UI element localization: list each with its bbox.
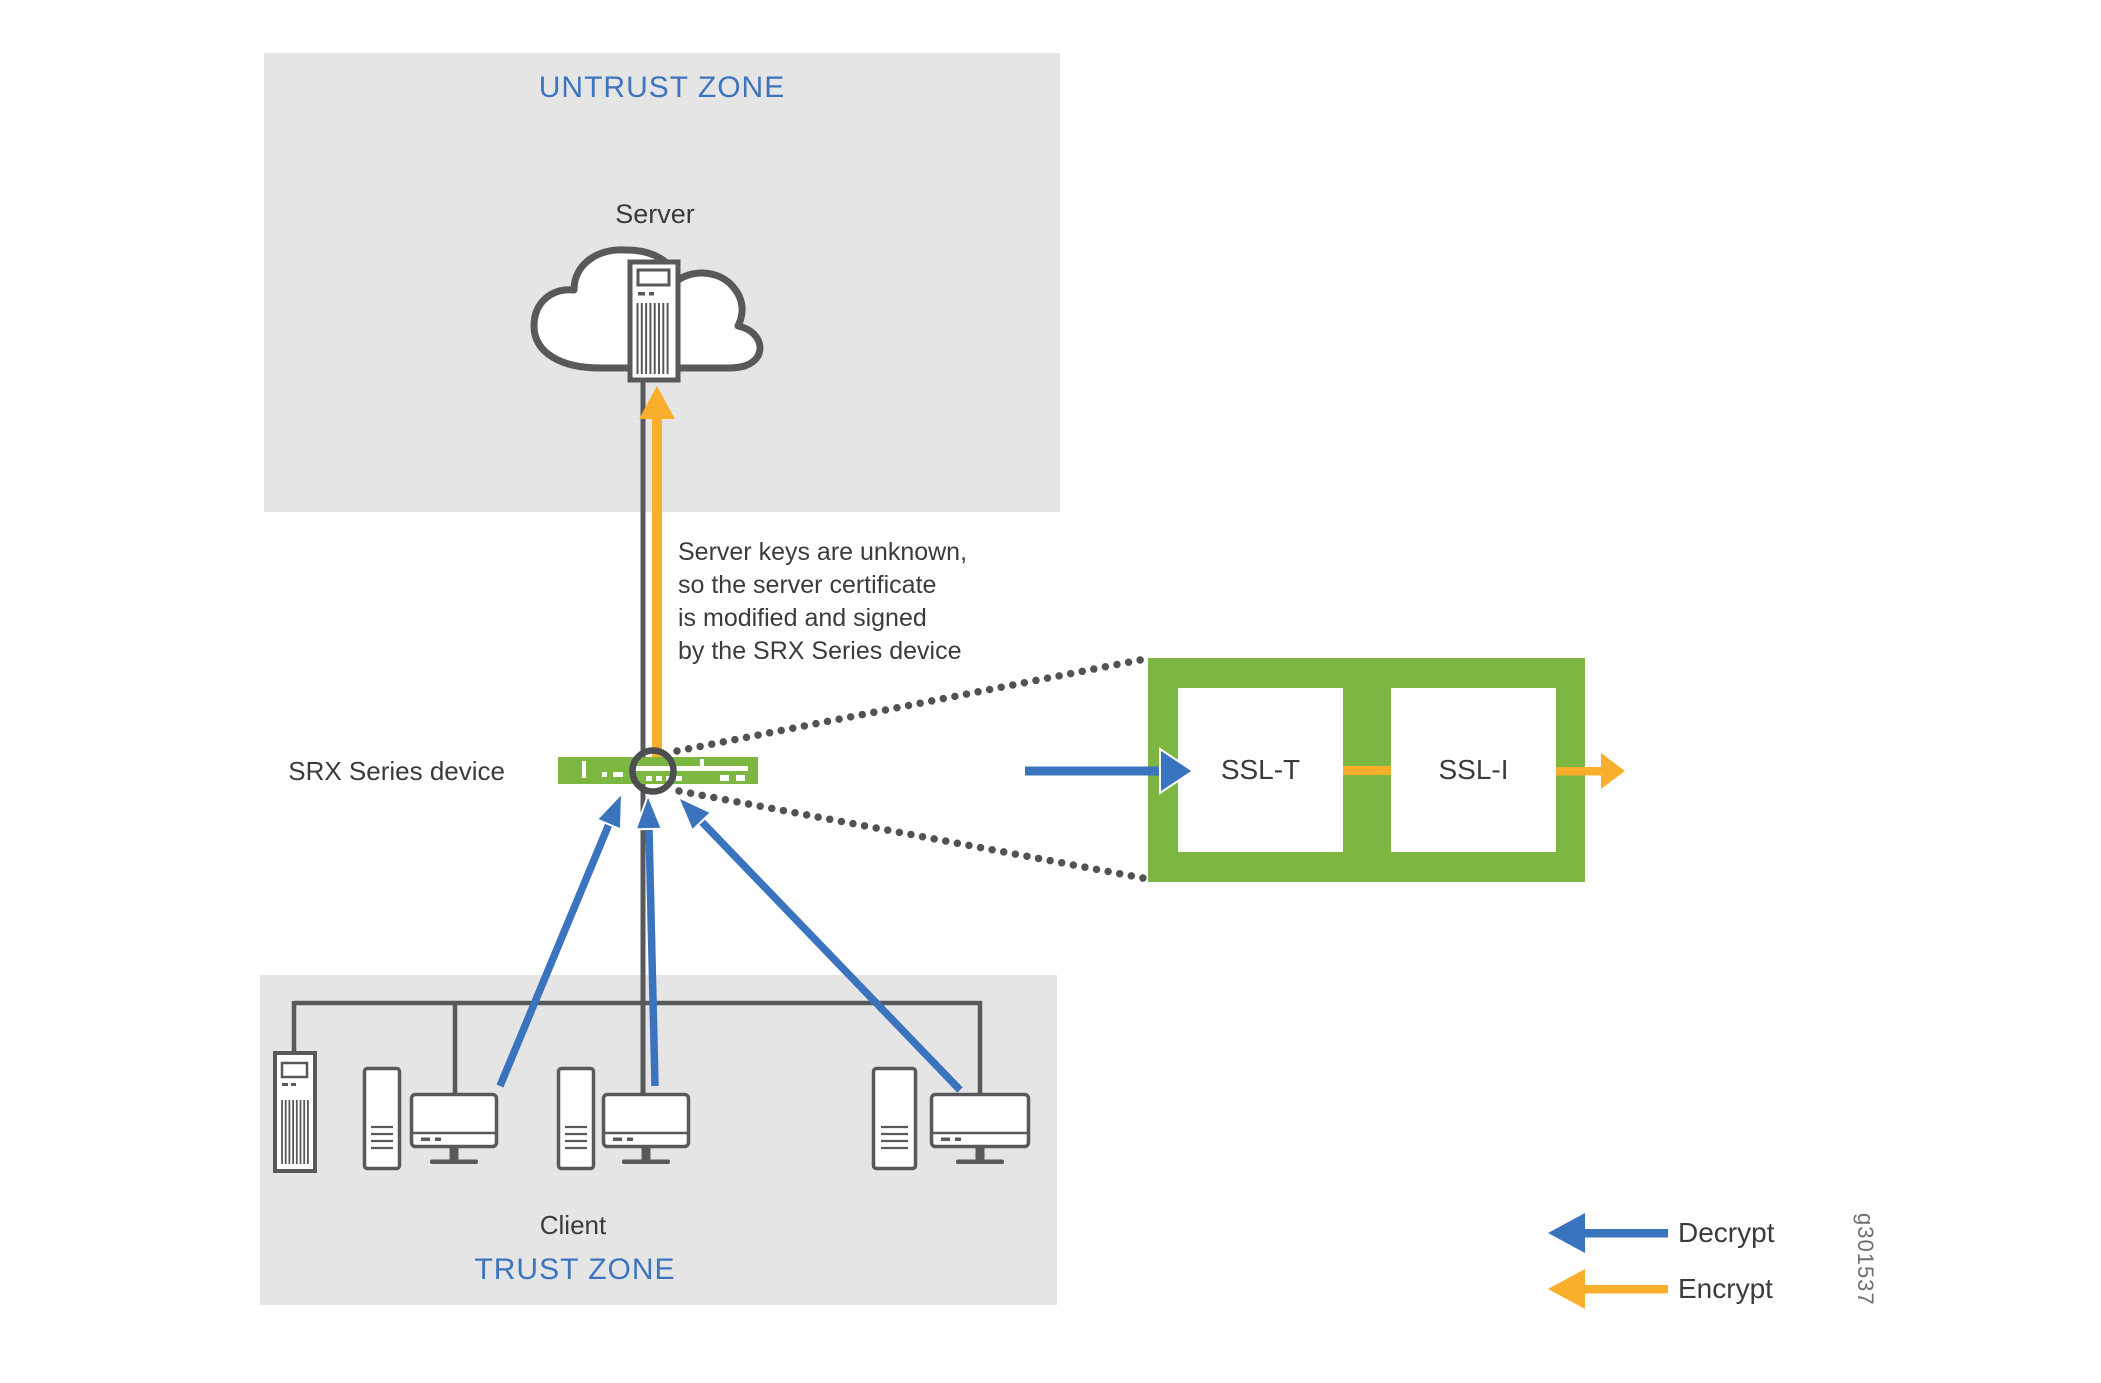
ssl-t-box: SSL-T bbox=[1178, 688, 1343, 852]
ssl-i-box: SSL-I bbox=[1391, 688, 1556, 852]
legend-encrypt-label: Encrypt bbox=[1678, 1273, 1773, 1304]
legend-encrypt-arrow bbox=[1548, 1269, 1668, 1309]
figure-id-label: g301537 bbox=[1853, 1213, 1878, 1306]
untrust-zone-box bbox=[264, 53, 1060, 512]
legend-decrypt-label: Decrypt bbox=[1678, 1217, 1775, 1248]
ssl-i-label: SSL-I bbox=[1438, 754, 1509, 785]
client-label: Client bbox=[539, 1210, 607, 1240]
ssl-t-label: SSL-T bbox=[1220, 754, 1301, 785]
ssl-pipeline-box: SSL-T SSL-I bbox=[1148, 658, 1585, 882]
srx-device-icon bbox=[558, 757, 758, 784]
legend-decrypt-arrow bbox=[1548, 1213, 1668, 1253]
trust-zone-label: TRUST ZONE bbox=[474, 1253, 676, 1286]
certificate-annotation: Server keys are unknown, so the server c… bbox=[678, 538, 968, 665]
magnify-dotted-lines bbox=[673, 654, 1154, 883]
server-label: Server bbox=[615, 199, 695, 229]
srx-device-label: SRX Series device bbox=[288, 756, 505, 786]
magnifier-circle-icon bbox=[629, 747, 677, 795]
untrust-zone-label: UNTRUST ZONE bbox=[538, 71, 786, 104]
